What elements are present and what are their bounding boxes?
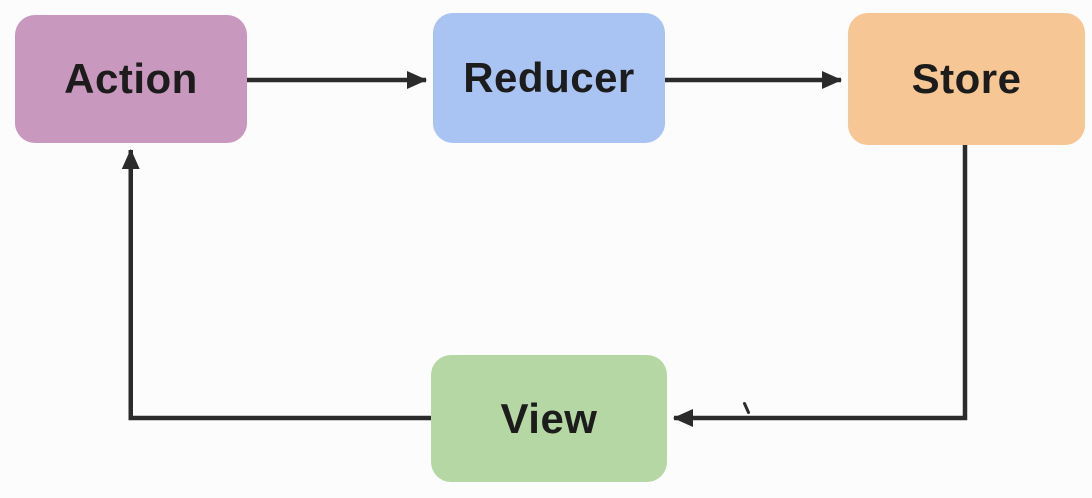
stray-mark (743, 402, 750, 414)
node-reducer: Reducer (433, 13, 665, 143)
node-action: Action (15, 15, 247, 143)
edge-view-to-action (121, 148, 431, 421)
node-store: Store (848, 13, 1085, 145)
node-view: View (431, 355, 667, 482)
edge-store-to-view (672, 145, 968, 427)
